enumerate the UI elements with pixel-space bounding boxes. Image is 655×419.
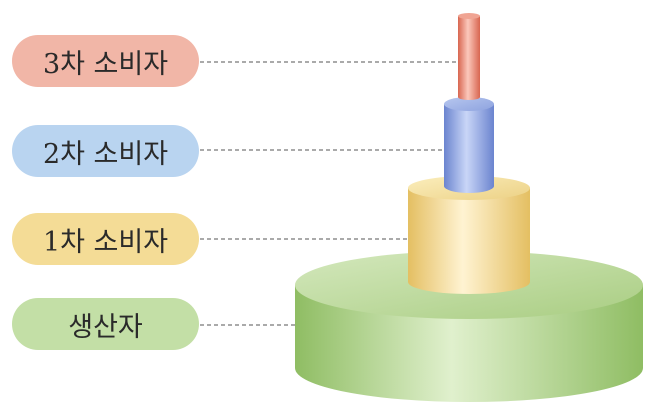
label-producer: 생산자 [12,298,199,350]
label-tertiary-consumer: 3차 소비자 [12,35,199,87]
secondary-consumer-cylinder [444,97,494,193]
leader-lines [200,61,456,326]
tertiary-consumer-cylinder [458,13,480,100]
primary-consumer-cylinder [408,176,530,294]
label-primary-consumer: 1차 소비자 [12,213,199,265]
label-secondary-consumer: 2차 소비자 [12,125,199,177]
